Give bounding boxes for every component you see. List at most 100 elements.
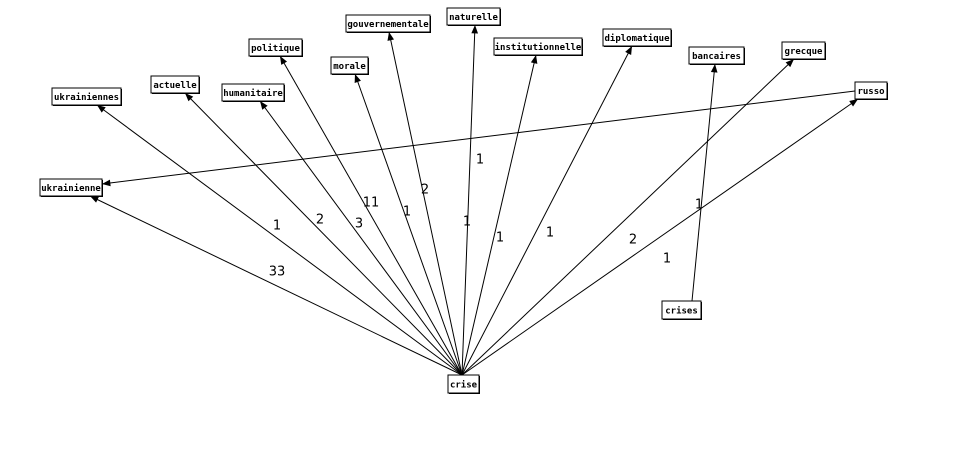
node-box: [447, 374, 480, 394]
edge-line: [354, 73, 463, 376]
node-russo[interactable]: russo: [854, 81, 888, 100]
edge-line: [691, 63, 716, 302]
arrow-head-icon: [102, 179, 111, 187]
node-bancaires[interactable]: bancaires: [688, 46, 745, 65]
node-box: [781, 41, 826, 60]
edge-crise-to-grecque: [461, 58, 795, 376]
edge-crise-to-ukrainiennes: [96, 104, 463, 376]
node-politique[interactable]: politique: [248, 38, 303, 57]
node-humanitaire[interactable]: humanitaire: [221, 83, 285, 102]
edge-line: [279, 55, 463, 376]
arrow-head-icon: [185, 93, 194, 102]
node-box: [51, 87, 122, 106]
edge-line: [101, 90, 856, 185]
arrow-head-icon: [849, 99, 858, 107]
edge-crises-to-bancaires: [691, 63, 718, 302]
node-box: [248, 38, 303, 57]
arrow-head-icon: [354, 74, 361, 83]
node-label: morale: [333, 62, 366, 72]
node-label: bancaires: [692, 51, 741, 62]
node-gouvernementale[interactable]: gouvernementale: [345, 14, 431, 33]
node-label: gouvernementale: [347, 20, 429, 30]
edge-line: [96, 104, 463, 376]
edge-weight-label: 1: [695, 198, 703, 213]
node-box: [39, 178, 103, 197]
arrow-head-icon: [90, 196, 99, 203]
node-box: [661, 300, 702, 320]
node-ukrainiennes[interactable]: ukrainiennes: [51, 87, 122, 106]
edge-line: [89, 195, 463, 376]
node-label: diplomatique: [604, 33, 670, 44]
node-box: [345, 14, 431, 33]
node-box: [150, 75, 200, 94]
node-label: politique: [251, 43, 300, 54]
node-ukrainienne[interactable]: ukrainienne: [39, 178, 103, 197]
edge-line: [461, 58, 795, 376]
node-label: crise: [450, 380, 478, 391]
node-crises[interactable]: crises: [661, 300, 702, 320]
node-crise[interactable]: crise: [447, 374, 480, 394]
edge-weight-label: 1: [403, 205, 411, 220]
node-box: [493, 37, 583, 56]
edge-russo-to-ukrainienne: [101, 90, 856, 187]
arrow-head-icon: [280, 56, 288, 65]
edge-crise-to-politique: [279, 55, 463, 376]
edge-line: [184, 92, 463, 376]
edge-crise-to-naturelle: [461, 24, 479, 376]
node-institutionnelle[interactable]: institutionnelle: [493, 37, 583, 56]
node-box: [330, 56, 369, 75]
edge-crise-to-diplomatique: [461, 45, 633, 376]
node-morale[interactable]: morale: [330, 56, 369, 75]
edge-crise-to-morale: [354, 73, 463, 376]
edge-weight-label: 3: [355, 217, 363, 232]
edge-line: [259, 100, 463, 376]
node-box: [446, 7, 501, 26]
edge-weight-label: 2: [316, 213, 324, 228]
node-box: [602, 28, 672, 47]
node-label: naturelle: [449, 13, 498, 23]
arrow-head-icon: [471, 25, 479, 34]
arrow-head-icon: [97, 105, 106, 113]
node-label: institutionnelle: [495, 42, 582, 53]
edge-crise-to-gouvernementale: [387, 31, 463, 376]
edge-line: [388, 31, 463, 376]
edge-weight-label: 2: [629, 233, 637, 248]
edge-weight-label: 1: [546, 226, 554, 241]
edge-crise-to-institutionnelle: [461, 54, 538, 376]
edge-weight-label: 1: [273, 219, 281, 234]
node-diplomatique[interactable]: diplomatique: [602, 28, 672, 47]
arrow-head-icon: [625, 46, 632, 55]
arrow-head-icon: [710, 64, 718, 73]
edge-crise-to-russo: [461, 98, 859, 376]
node-actuelle[interactable]: actuelle: [150, 75, 200, 94]
edge-weight-label: 1: [496, 231, 504, 246]
edge-line: [461, 98, 859, 376]
edges-layer: [89, 24, 859, 376]
edge-weight-label: 33: [269, 265, 286, 280]
arrow-head-icon: [530, 55, 538, 64]
node-box: [688, 46, 745, 65]
arrow-head-icon: [387, 32, 395, 41]
node-naturelle[interactable]: naturelle: [446, 7, 501, 26]
node-label: crises: [665, 306, 698, 317]
arrow-head-icon: [785, 59, 794, 68]
edge-line: [461, 54, 537, 376]
node-box: [221, 83, 285, 102]
node-grecque[interactable]: grecque: [781, 41, 826, 60]
node-label: actuelle: [153, 81, 197, 91]
edge-weight-label: 1: [463, 215, 471, 230]
edge-weight-label: 1: [476, 153, 484, 168]
edge-line: [461, 45, 633, 376]
node-label: ukrainiennes: [54, 92, 119, 103]
node-label: russo: [857, 87, 884, 97]
edge-line: [461, 24, 476, 376]
edge-crise-to-actuelle: [184, 92, 463, 376]
edge-crise-to-humanitaire: [259, 100, 463, 376]
node-label: ukrainienne: [41, 183, 101, 194]
arrow-head-icon: [260, 101, 268, 110]
nodes-layer: crise ukrainienne ukrainiennes actuelle huma…: [39, 7, 888, 394]
edge-weight-label: 1: [663, 252, 671, 267]
node-box: [854, 81, 888, 100]
